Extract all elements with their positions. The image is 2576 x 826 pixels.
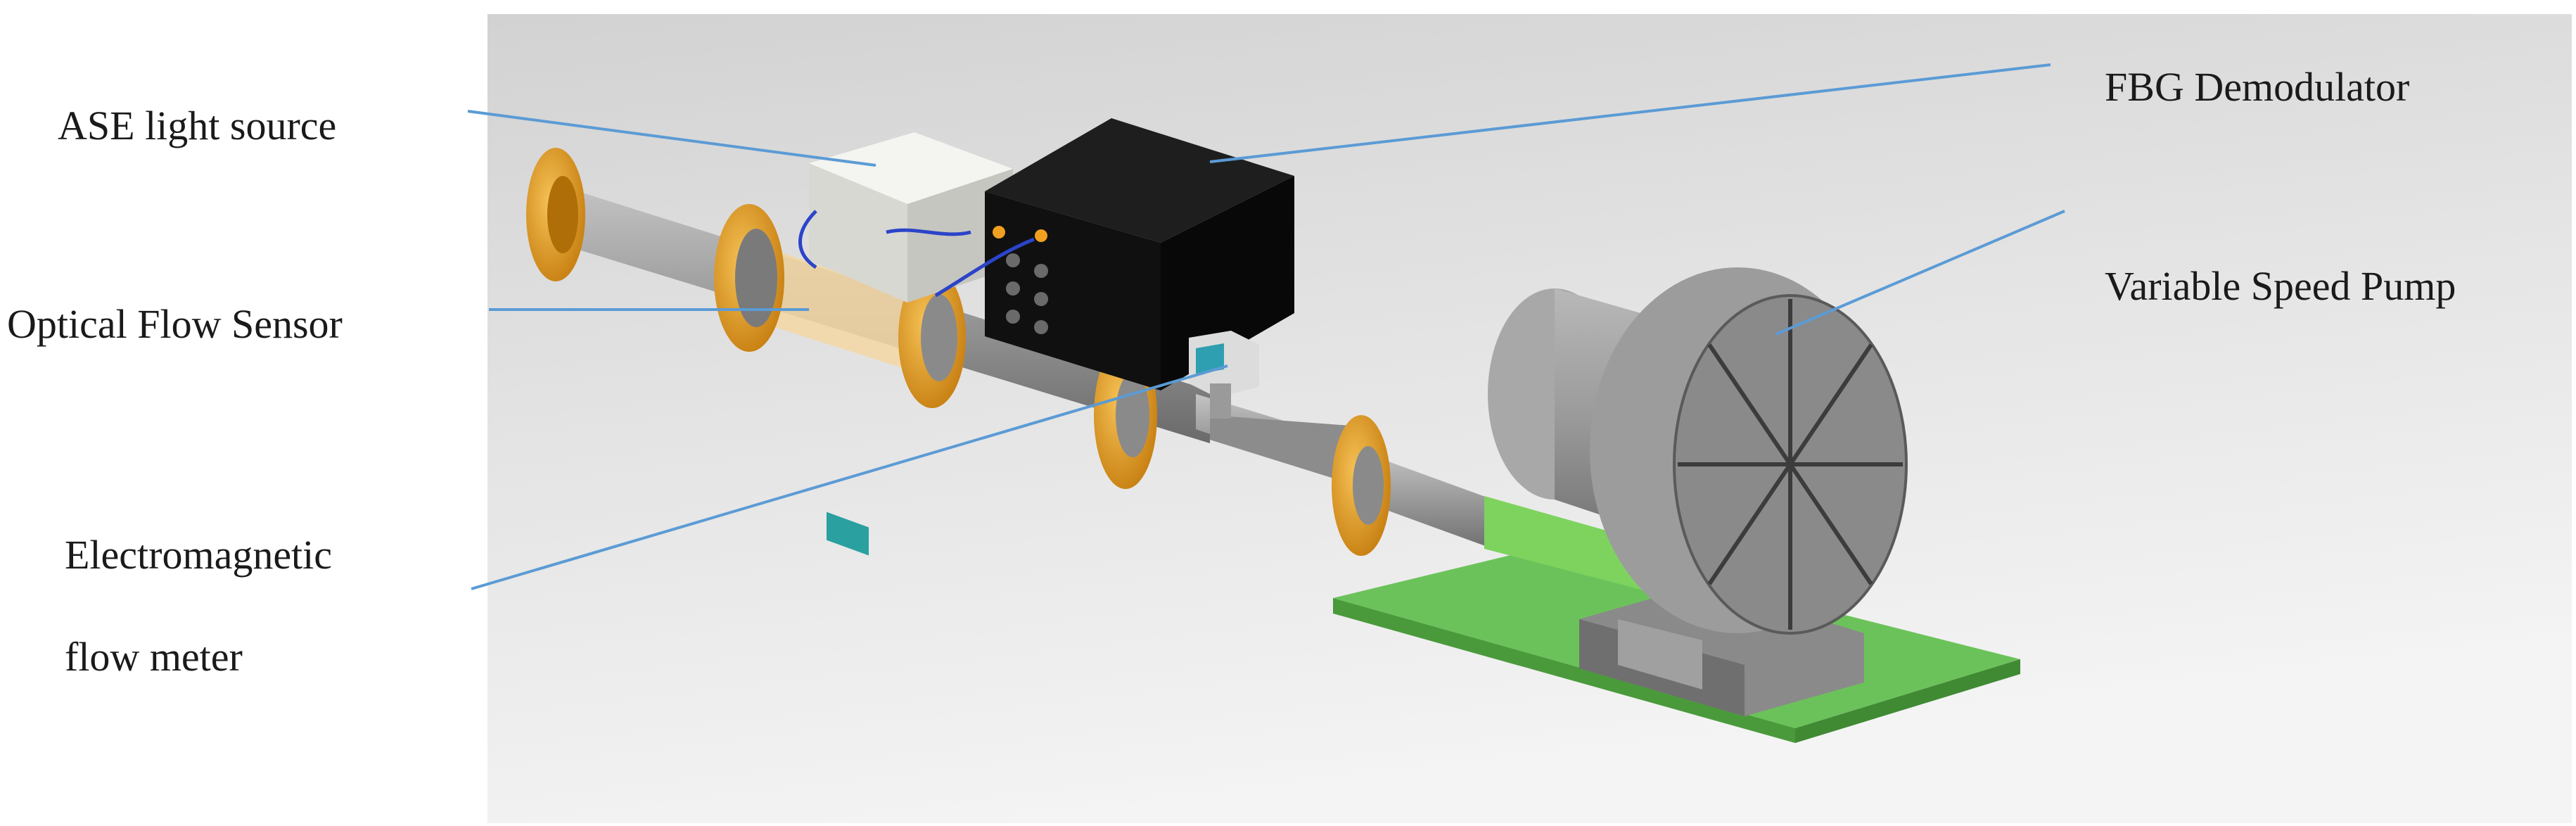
leader-electromagnetic [471, 364, 1228, 590]
coupling [1484, 496, 1646, 591]
flange-2 [714, 204, 784, 352]
label-fbg-demodulator: FBG Demodulator [2105, 64, 2410, 110]
flange-3 [898, 267, 966, 408]
outlet-pipe [1358, 450, 1512, 556]
flange-5 [1332, 415, 1391, 556]
leader-fbg [1209, 63, 2051, 163]
label-electromagnetic-line1: Electromagnetic [65, 532, 333, 578]
flange-1 [526, 148, 585, 281]
leader-pump [1775, 210, 2065, 336]
optical-fiber [798, 210, 1035, 298]
ase-display [827, 512, 869, 556]
electromagnetic-flow-meter-unit [1189, 331, 1259, 419]
label-variable-speed-pump: Variable Speed Pump [2105, 263, 2456, 309]
leader-lines [467, 63, 2065, 590]
leader-ase [467, 110, 876, 167]
label-optical-flow-sensor: Optical Flow Sensor [7, 301, 343, 347]
label-ase-light-source: ASE light source [58, 103, 337, 148]
variable-speed-pump [1488, 267, 1908, 716]
optical-sensor-section [742, 239, 929, 376]
label-electromagnetic-line2: flow meter [65, 634, 243, 680]
